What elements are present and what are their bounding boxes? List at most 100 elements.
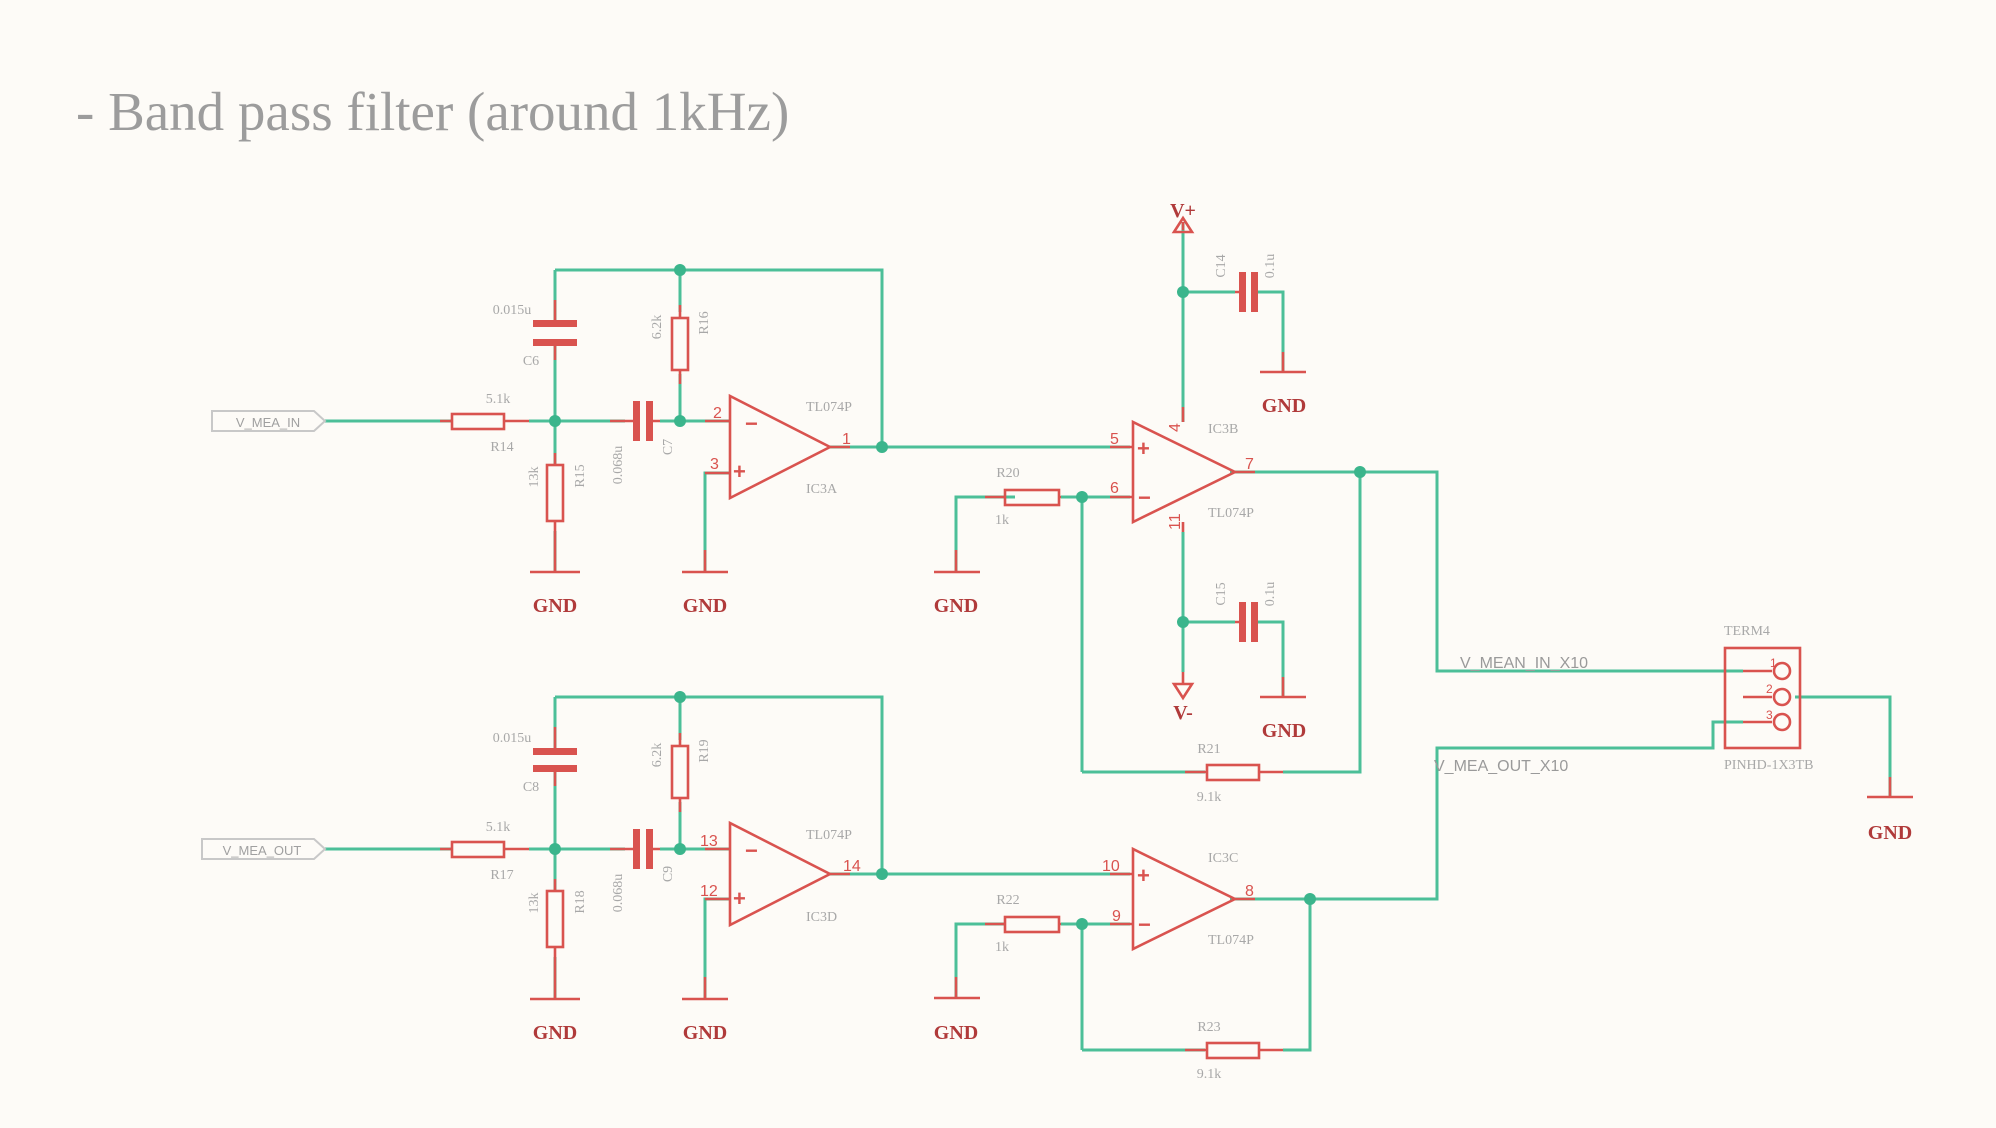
ic3d-pin-noninv: 12 bbox=[700, 883, 718, 900]
ic3d-name: IC3D bbox=[806, 910, 837, 925]
r23-name: R23 bbox=[1197, 1020, 1220, 1035]
r15-value: 13k bbox=[527, 467, 542, 488]
port-v-mea-in: V_MEA_IN bbox=[211, 410, 327, 432]
resistor-r18: 13k R18 bbox=[527, 879, 588, 957]
junction-dot bbox=[1354, 466, 1366, 478]
ic3d-pin-inv: 13 bbox=[700, 833, 718, 850]
junctions bbox=[549, 264, 1366, 930]
r19-value: 6.2k bbox=[650, 743, 665, 768]
term-pin-1: 1 bbox=[1770, 656, 1777, 670]
junction-dot bbox=[1177, 616, 1189, 628]
resistor-r20: R20 1k bbox=[985, 466, 1061, 528]
ic3b-name: IC3B bbox=[1208, 422, 1238, 437]
ic3b-pin-inv: 6 bbox=[1110, 480, 1119, 497]
ic3b-pin-vneg: 11 bbox=[1167, 513, 1184, 530]
ic3c-name: IC3C bbox=[1208, 851, 1238, 866]
ic3a-pin-noninv: 3 bbox=[710, 456, 719, 473]
ic3a-pin-inv: 2 bbox=[713, 405, 722, 422]
vneg-label: V- bbox=[1173, 702, 1193, 724]
ic3b-value: TL074P bbox=[1208, 506, 1254, 521]
c14-name: C14 bbox=[1214, 254, 1229, 277]
r21-name: R21 bbox=[1197, 742, 1220, 757]
svg-text:GND: GND bbox=[934, 595, 978, 617]
resistor-r22: R22 1k bbox=[985, 893, 1061, 955]
junction-dot bbox=[674, 264, 686, 276]
svg-text:GND: GND bbox=[934, 1022, 978, 1044]
r21-value: 9.1k bbox=[1197, 790, 1222, 805]
vpos-label: V+ bbox=[1170, 200, 1196, 222]
ic3b-pin-out: 7 bbox=[1245, 456, 1254, 473]
net-label-mea-out: V_MEA_OUT_X10 bbox=[1434, 758, 1568, 775]
svg-text:GND: GND bbox=[683, 595, 727, 617]
ic3d-pin-out: 14 bbox=[843, 858, 861, 875]
r14-value: 5.1k bbox=[486, 392, 511, 407]
term4-value: PINHD-1X3TB bbox=[1724, 758, 1813, 773]
c6-value: 0.015u bbox=[493, 303, 532, 318]
resistor-r17: 5.1k R17 bbox=[440, 820, 529, 883]
ic3b-pin-noninv: 5 bbox=[1110, 431, 1119, 448]
resistor-r16: 6.2k R16 bbox=[650, 305, 712, 384]
gnd-symbol: GND bbox=[682, 977, 728, 1044]
c14-value: 0.1u bbox=[1263, 254, 1278, 279]
r23-value: 9.1k bbox=[1197, 1067, 1222, 1082]
c9-value: 0.068u bbox=[611, 874, 626, 913]
port-label-in: V_MEA_IN bbox=[236, 415, 300, 430]
capacitor-c7: 0.068u C7 bbox=[610, 401, 676, 485]
capacitor-c6: 0.015u C6 bbox=[493, 300, 577, 369]
port-v-mea-out: V_MEA_OUT bbox=[201, 838, 327, 860]
r18-value: 13k bbox=[527, 893, 542, 914]
r14-name: R14 bbox=[490, 440, 513, 455]
c8-name: C8 bbox=[523, 780, 539, 795]
svg-text:GND: GND bbox=[533, 1022, 577, 1044]
capacitor-c8: 0.015u C8 bbox=[493, 727, 577, 795]
term-pin-3: 3 bbox=[1766, 708, 1773, 722]
ic3d-plus: + bbox=[733, 886, 746, 911]
junction-dot bbox=[549, 415, 561, 427]
ic3d-value: TL074P bbox=[806, 828, 852, 843]
junction-dot bbox=[876, 868, 888, 880]
svg-text:GND: GND bbox=[1262, 720, 1306, 742]
junction-dot bbox=[1076, 918, 1088, 930]
term-pin-2: 2 bbox=[1766, 682, 1773, 696]
c6-name: C6 bbox=[523, 354, 539, 369]
ic3c-pin-inv: 9 bbox=[1112, 908, 1121, 925]
gnd-symbol: GND bbox=[530, 957, 580, 1044]
r16-name: R16 bbox=[697, 311, 712, 334]
junction-dot bbox=[1304, 893, 1316, 905]
term4-name: TERM4 bbox=[1724, 624, 1770, 639]
ic3a-name: IC3A bbox=[806, 482, 838, 497]
r18-name: R18 bbox=[573, 890, 588, 913]
resistor-r15: 13k R15 bbox=[527, 453, 588, 531]
ic3c-pin-out: 8 bbox=[1245, 883, 1254, 900]
power-vneg: V- bbox=[1171, 672, 1195, 724]
ic3c-minus: − bbox=[1138, 912, 1151, 937]
opamp-ic3c: + − 10 9 8 IC3C TL074P bbox=[1102, 846, 1255, 952]
resistor-r19: 6.2k R19 bbox=[650, 733, 712, 812]
net-label-mean-in: V_MEAN_IN_X10 bbox=[1460, 655, 1588, 672]
junction-dot bbox=[549, 843, 561, 855]
c7-value: 0.068u bbox=[611, 446, 626, 485]
gnd-symbol: GND bbox=[1867, 777, 1913, 844]
page-title: - Band pass filter (around 1kHz) bbox=[76, 81, 790, 142]
gnd-symbol: GND bbox=[1260, 677, 1306, 742]
opamp-ic3a: − + 2 3 1 TL074P IC3A bbox=[705, 393, 852, 501]
ic3c-pin-noninv: 10 bbox=[1102, 858, 1120, 875]
c7-name: C7 bbox=[661, 439, 676, 455]
gnd-symbol: GND bbox=[934, 977, 980, 1044]
ic3d-minus: − bbox=[745, 838, 758, 863]
r16-value: 6.2k bbox=[650, 315, 665, 340]
r19-name: R19 bbox=[697, 739, 712, 762]
junction-dot bbox=[674, 415, 686, 427]
svg-text:GND: GND bbox=[1868, 822, 1912, 844]
c15-value: 0.1u bbox=[1263, 582, 1278, 607]
opamp-ic3d: − + 13 12 14 TL074P IC3D bbox=[700, 820, 861, 928]
ic3a-minus: − bbox=[745, 411, 758, 436]
resistor-r14: 5.1k R14 bbox=[440, 392, 529, 455]
junction-dot bbox=[1076, 491, 1088, 503]
capacitor-c15: C15 0.1u bbox=[1214, 582, 1278, 642]
gnd-symbol: GND bbox=[530, 531, 580, 617]
svg-text:GND: GND bbox=[533, 595, 577, 617]
c15-name: C15 bbox=[1214, 582, 1229, 605]
c8-value: 0.015u bbox=[493, 731, 532, 746]
